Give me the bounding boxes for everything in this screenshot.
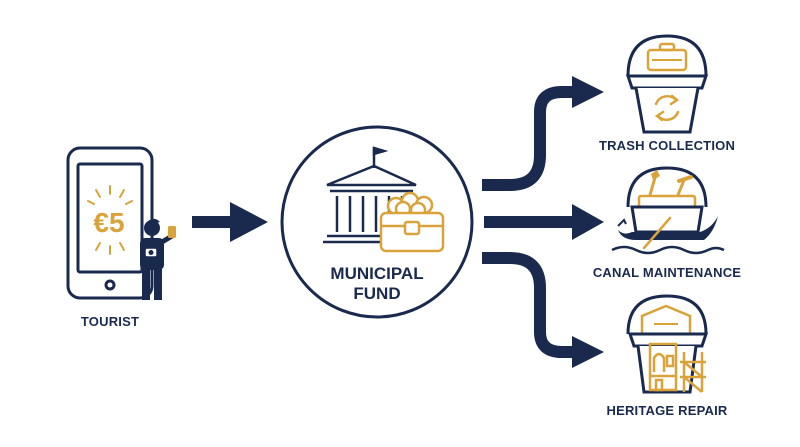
arrow-to-canal [484,204,604,240]
arrow-to-heritage [482,252,604,368]
destination-label-trash: TRASH COLLECTION [598,138,736,153]
recycle-icon [654,94,680,122]
gondola-icon [611,216,725,255]
tourist-label: TOURIST [80,314,140,329]
historic-building-icon [648,342,678,392]
arrow-to-trash [482,76,604,191]
trash-bucket-icon [625,34,709,134]
treasure-chest-icon [379,191,445,253]
tourist-icon [140,218,176,300]
destination-label-canal: CANAL MAINTENANCE [592,265,742,280]
fund-label-line1: MUNICIPAL [330,264,423,283]
fund-label-line2: FUND [353,284,400,303]
sparkle-icon [87,185,133,255]
fee-amount: €5 [93,207,124,238]
scaffolding-icon [680,352,706,393]
destination-label-heritage: HERITAGE REPAIR [606,403,728,418]
arrow-to-fund [192,202,268,242]
